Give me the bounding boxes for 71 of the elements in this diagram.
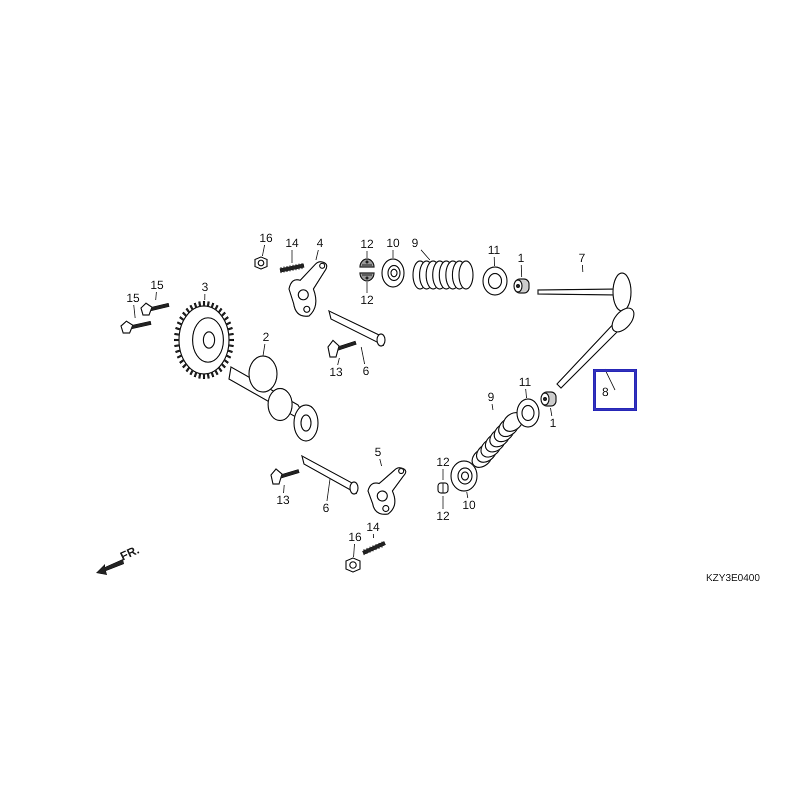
leader-line <box>315 250 319 260</box>
spring-retainer-drawing <box>450 460 478 492</box>
callout-number: 12 <box>434 455 452 469</box>
leader-line <box>133 304 136 318</box>
spring-seat-drawing <box>516 398 540 428</box>
valve-drawing <box>536 272 632 312</box>
callout-number: 12 <box>358 293 376 307</box>
valve-cotter-drawing <box>436 480 450 496</box>
callout-number: 11 <box>516 375 534 389</box>
drawing-number: KZY3E0400 <box>706 573 760 584</box>
callout-number: 12 <box>358 237 376 251</box>
spring-retainer-drawing <box>381 258 405 288</box>
leader-line <box>372 534 374 538</box>
callout-number: 1 <box>547 416 559 430</box>
callout-number: 11 <box>485 243 503 257</box>
leader-line <box>283 484 285 494</box>
leader-line <box>366 250 368 258</box>
leader-line <box>466 492 468 498</box>
callout-number: 14 <box>283 236 301 250</box>
leader-line <box>204 294 206 300</box>
callout-number: 3 <box>199 280 211 294</box>
highlighted-callout: 8 <box>593 369 637 411</box>
bolt-drawing <box>120 318 152 334</box>
leader-line <box>494 256 495 266</box>
leader-line <box>420 249 430 260</box>
leader-line <box>326 478 330 502</box>
valve-spring-drawing <box>412 260 474 290</box>
leader-line <box>337 358 340 366</box>
leader-line <box>582 264 584 272</box>
leader-line <box>353 544 355 558</box>
callout-number: 6 <box>320 501 332 515</box>
callout-number: 9 <box>485 390 497 404</box>
callout-number: 12 <box>434 509 452 523</box>
valve-cotter-drawing <box>359 258 375 268</box>
callout-number: 15 <box>124 291 142 305</box>
leader-line <box>360 346 366 364</box>
leader-line <box>155 292 157 300</box>
leader-line <box>525 388 527 398</box>
nut-drawing <box>345 557 361 573</box>
callout-number: 9 <box>409 236 421 250</box>
leader-line <box>392 250 394 258</box>
leader-line <box>442 496 444 510</box>
bolt-drawing <box>140 300 170 316</box>
cam-sprocket-drawing <box>173 300 235 380</box>
callout-number: 7 <box>576 251 588 265</box>
callout-number: 14 <box>364 520 382 534</box>
leader-line <box>262 244 266 256</box>
callout-number: 13 <box>274 493 292 507</box>
callout-number: 13 <box>327 365 345 379</box>
callout-number: 1 <box>515 251 527 265</box>
leader-line <box>262 344 266 356</box>
callout-number: 16 <box>346 530 364 544</box>
valve-cotter-drawing <box>359 272 375 282</box>
leader-line <box>366 282 368 294</box>
callout-number: 4 <box>314 236 326 250</box>
leader-line <box>550 408 552 416</box>
callout-number: 5 <box>372 445 384 459</box>
leader-line <box>520 264 522 278</box>
leader-line <box>442 468 444 480</box>
callout-number: 15 <box>148 278 166 292</box>
stud-bolt-drawing <box>279 263 305 273</box>
spring-seat-drawing <box>482 266 508 296</box>
nut-drawing <box>254 256 268 270</box>
leader-line <box>379 458 382 466</box>
callout-number: 6 <box>360 364 372 378</box>
callout-number: 10 <box>460 498 478 512</box>
callout-number: 2 <box>260 330 272 344</box>
direction-label: FR. <box>118 542 142 564</box>
leader-line <box>492 404 494 410</box>
callout-number: 16 <box>257 231 275 245</box>
callout-number: 10 <box>384 236 402 250</box>
